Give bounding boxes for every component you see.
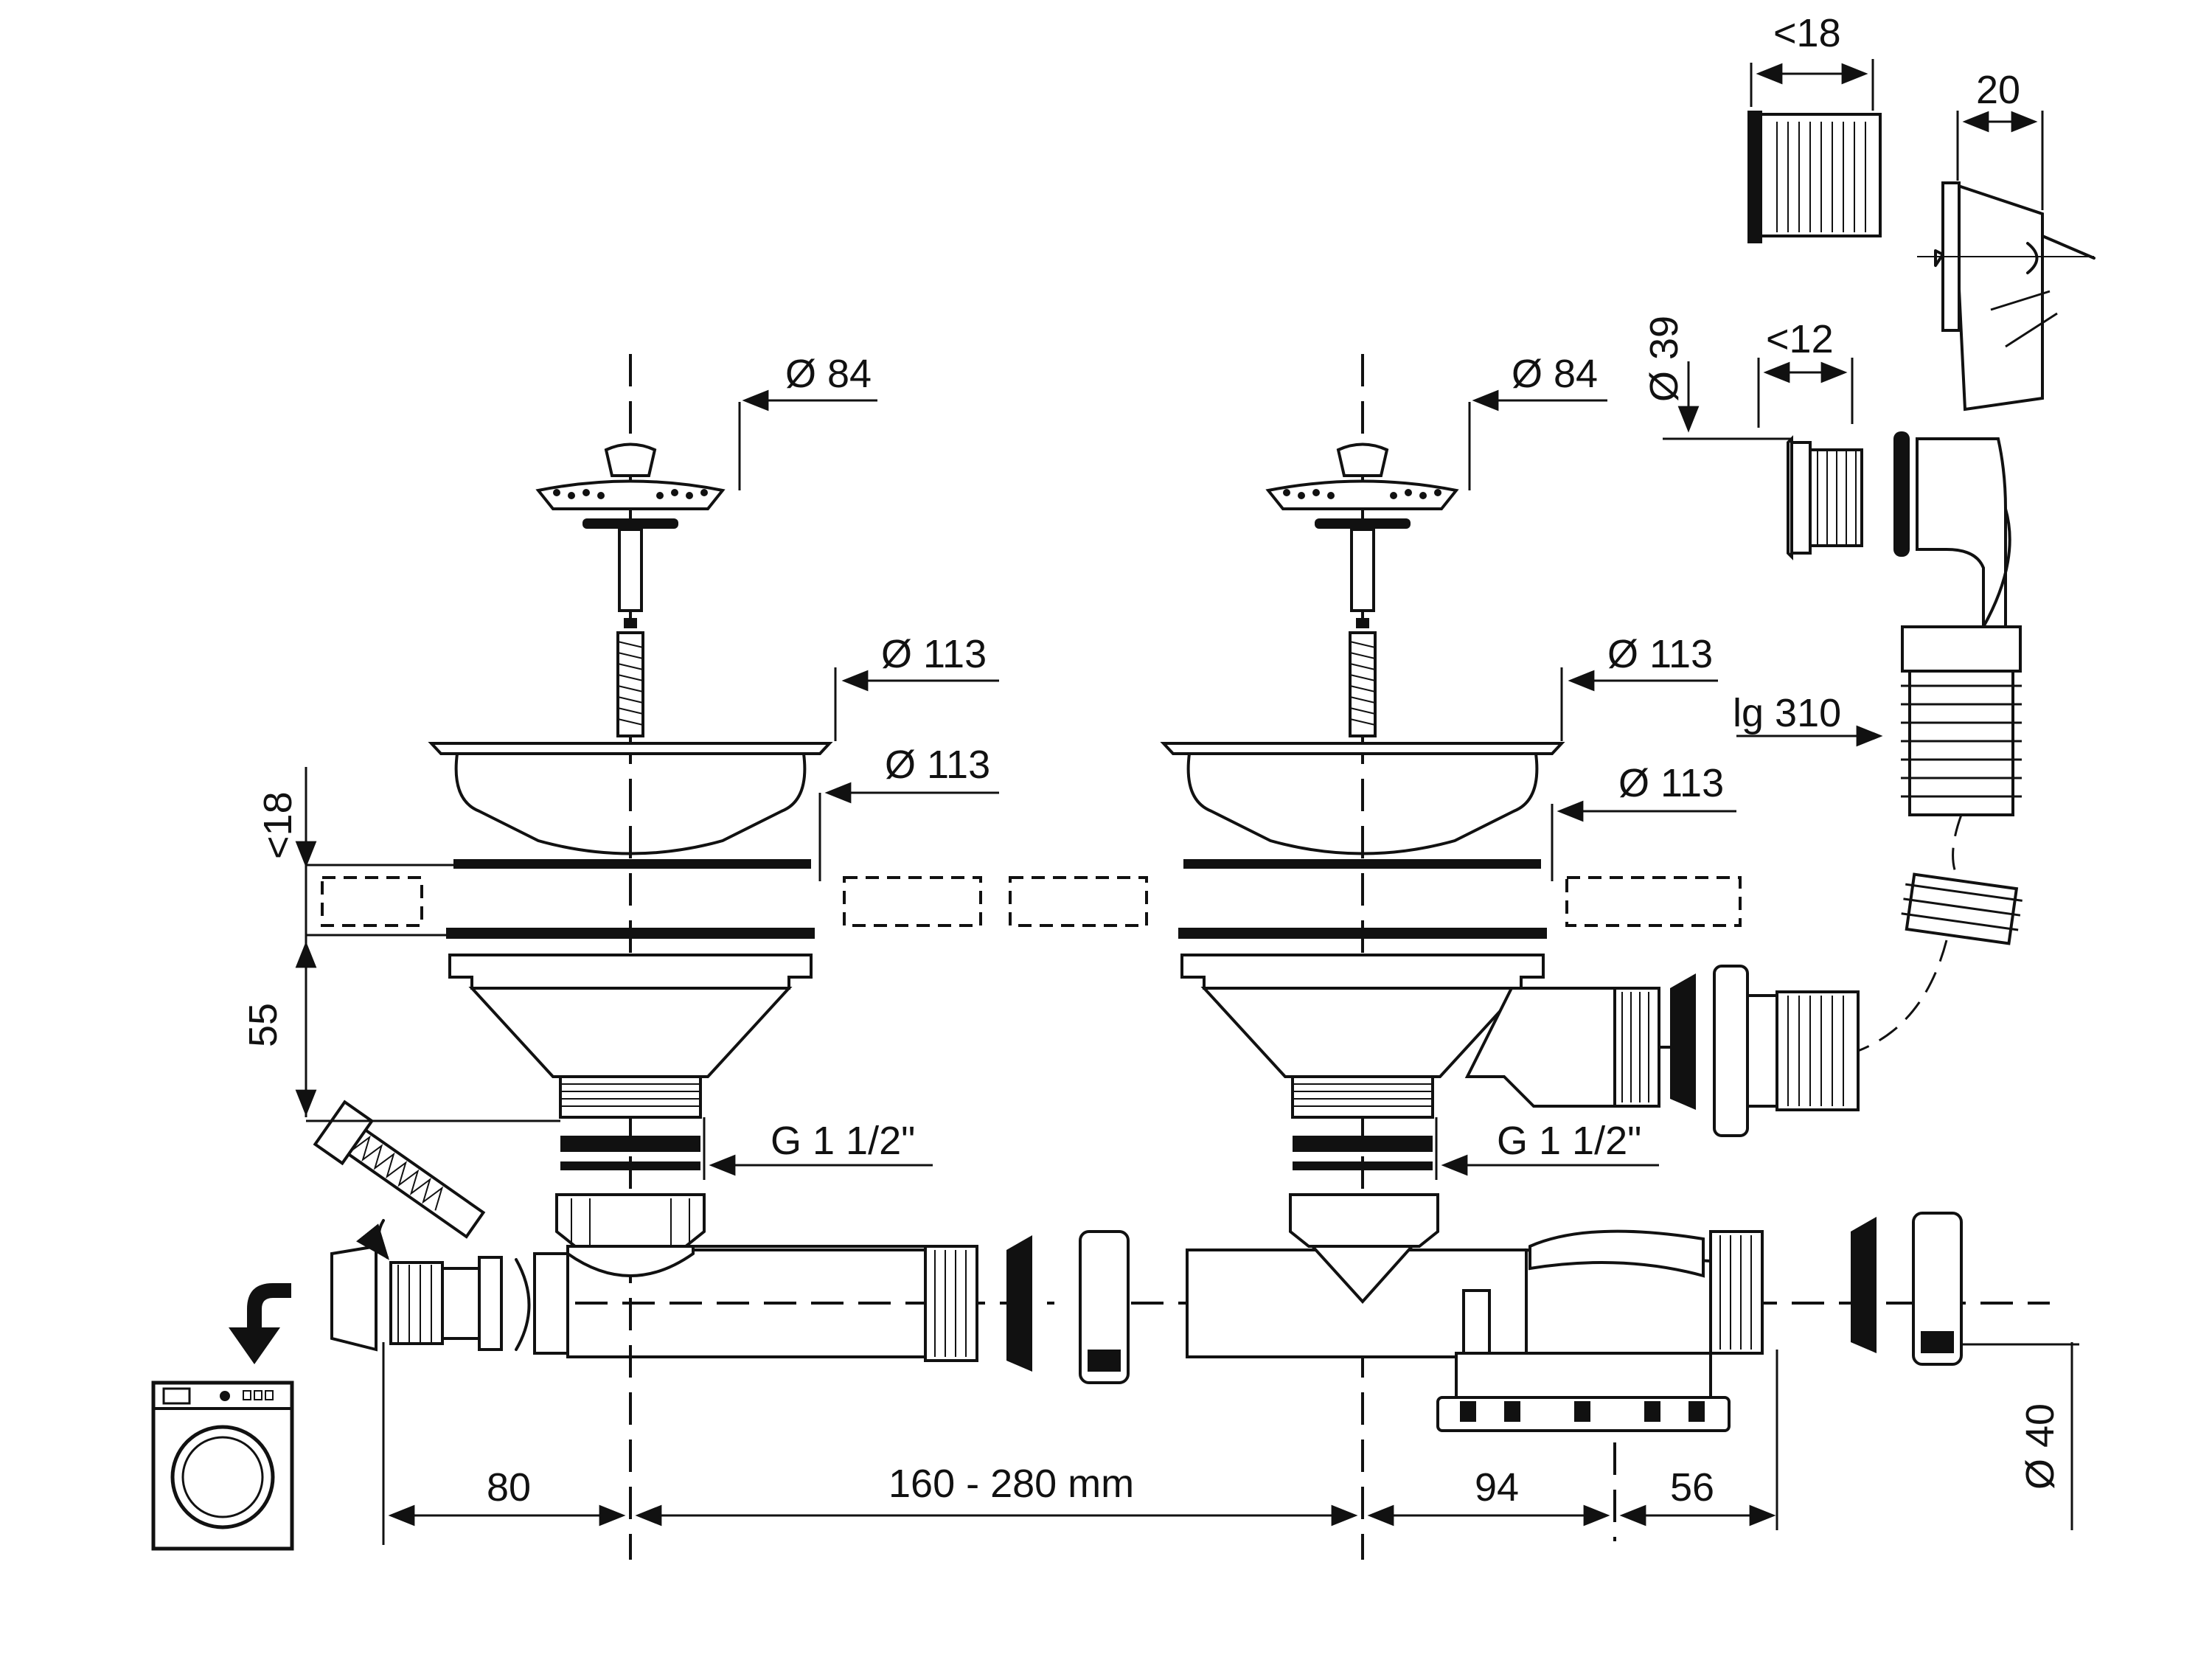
label-d113-mid-left: Ø 113	[885, 743, 990, 787]
down-arrow-icon	[229, 1283, 291, 1364]
label-d113-mid-right: Ø 113	[1618, 761, 1724, 805]
label-d113-top-left: Ø 113	[881, 632, 987, 676]
label-g112-left: G 1 1/2"	[771, 1119, 915, 1163]
left-strainer-assembly	[428, 442, 833, 1170]
label-dim94: 94	[1475, 1465, 1519, 1510]
label-d113-top-right: Ø 113	[1607, 632, 1713, 676]
label-lt12: <12	[1766, 317, 1834, 361]
dimension-lines	[295, 59, 2079, 1545]
label-dim56: 56	[1670, 1465, 1714, 1510]
label-d84-left: Ø 84	[785, 352, 872, 396]
label-h55: 55	[241, 1003, 285, 1047]
lower-pipework	[313, 1100, 1963, 1432]
label-lt18-left: <18	[256, 791, 300, 859]
label-d39: Ø 39	[1642, 316, 1686, 402]
label-w20: 20	[1976, 68, 2020, 112]
overflow-fitting	[1747, 111, 2096, 1052]
label-d40: Ø 40	[2018, 1403, 2062, 1490]
dimension-labels: Ø 84 Ø 84 Ø 113 Ø 113 Ø 113 Ø 113 <18 55…	[241, 11, 2062, 1510]
label-d84-right: Ø 84	[1512, 352, 1598, 396]
label-g112-right: G 1 1/2"	[1497, 1119, 1641, 1163]
sink-outline-boxes	[321, 876, 1742, 927]
label-dim160-280: 160 - 280 mm	[888, 1462, 1134, 1506]
label-lt18-top: <18	[1773, 11, 1841, 55]
label-dim80: 80	[487, 1465, 531, 1510]
washing-machine-icon	[151, 1381, 294, 1551]
label-lg310: lg 310	[1733, 691, 1841, 735]
right-strainer-assembly	[1160, 442, 1860, 1170]
